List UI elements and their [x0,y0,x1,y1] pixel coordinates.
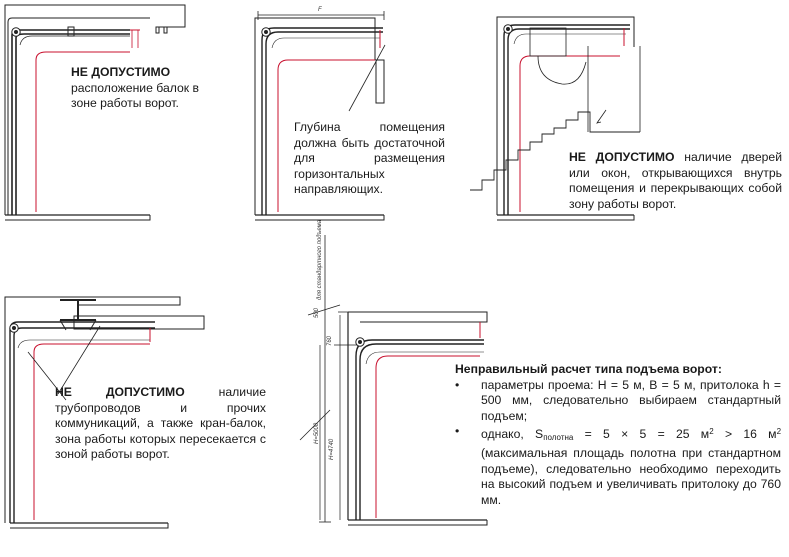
diagram-high-lift [299,235,488,526]
note-beam-text: расположение балок в зоне работы ворот. [71,80,199,111]
note-doors: НЕ ДОПУСТИМО наличие дверей или окон, от… [569,150,782,212]
note-pipes: НЕ ДОПУСТИМО наличие трубопроводов и про… [55,385,266,463]
dim-760: 760 [327,335,333,346]
note-beam: НЕ ДОПУСТИМО расположение балок в зоне р… [71,65,206,112]
dim-500: 500 [314,307,320,318]
note-pipes-prefix: НЕ ДОПУСТИМО [55,385,185,399]
calc-item-2-pre: однако, S [481,427,544,442]
calc-list: параметры проема: H = 5 м, B = 5 м, прит… [455,378,781,509]
diagram-depth [254,11,386,221]
diagram-doors [470,16,641,221]
calc-item-2-post: (максимальная площадь полотна при станда… [481,445,781,507]
calc-item-2-mid: = 5 × 5 = 25 м [573,427,710,442]
calc-item-2-mid2: > 16 м [713,427,777,442]
calc-item-2-sup2: 2 [776,427,782,437]
calc-item-1-text: параметры проема: H = 5 м, B = 5 м, прит… [481,377,781,423]
calc-block: Неправильный расчет типа подъема ворот: … [455,362,781,508]
calc-item-2: однако, Sполотна = 5 × 5 = 25 м2 > 16 м2… [455,424,781,508]
note-pipes-text: наличие трубопроводов и прочих коммуника… [55,385,267,462]
diagram-pipes [4,296,205,529]
note-beam-prefix: НЕ ДОПУСТИМО [71,65,171,79]
calc-title: Неправильный расчет типа подъема ворот: [455,362,722,376]
dim-H4740: H=4740 [329,438,335,460]
calc-item-2-sup1: 2 [709,427,714,437]
note-depth-text: Глубина помещения должна быть достаточно… [294,120,445,197]
note-depth: Глубина помещения должна быть достаточно… [294,120,445,198]
diagram-beam [4,4,186,221]
lift-dim-label: для стандартного подъема [317,219,323,300]
dim-H5000: H=5000 [314,422,320,444]
note-doors-text: наличие дверей или окон, открывающихся в… [569,150,783,211]
note-doors-prefix: НЕ ДОПУСТИМО [569,150,675,164]
calc-item-1: параметры проема: H = 5 м, B = 5 м, прит… [455,378,781,425]
depth-dim-label: F [318,7,322,13]
calc-item-2-sub: полотна [543,433,574,443]
